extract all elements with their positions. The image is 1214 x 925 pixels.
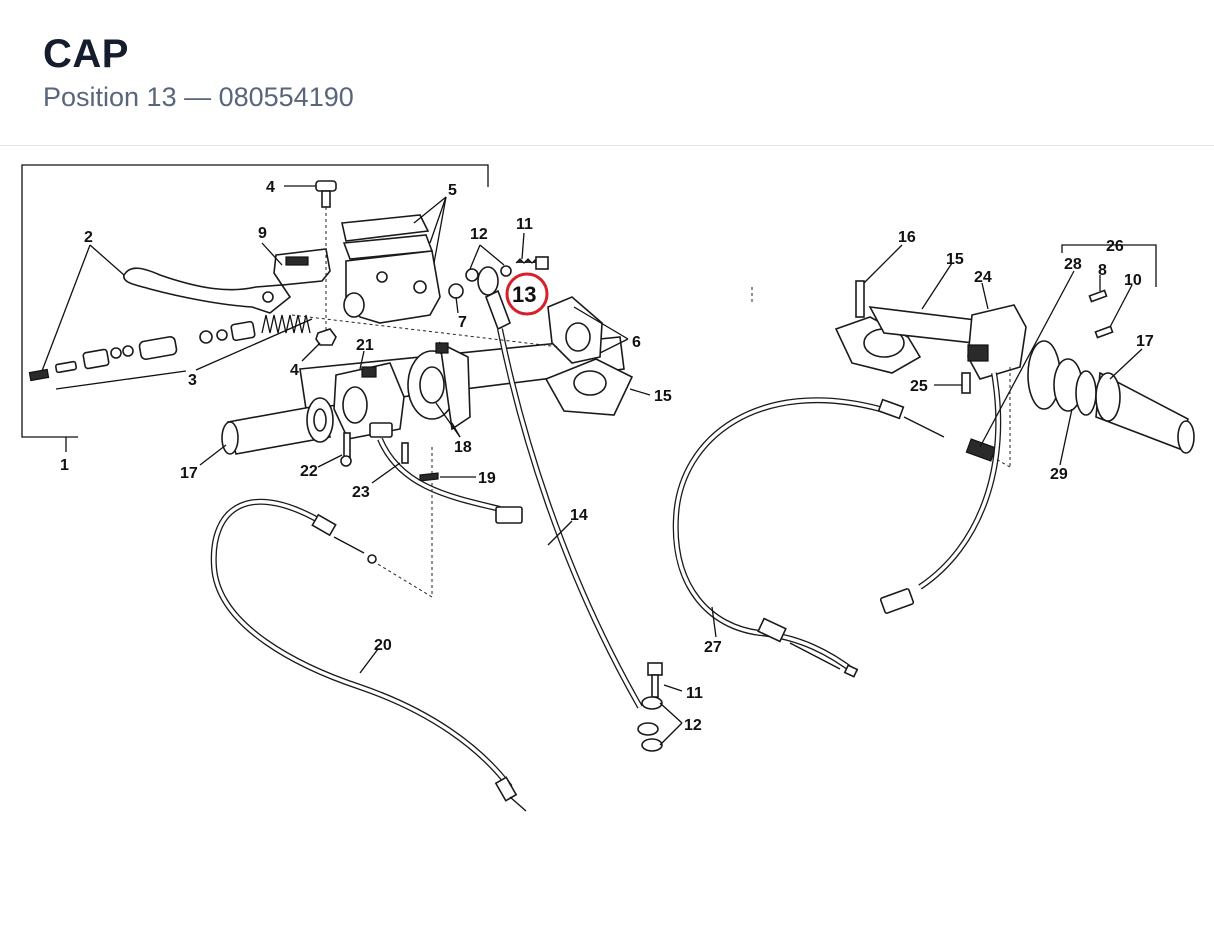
callout-23: 23 (352, 484, 370, 501)
switch-housing-21 (333, 362, 405, 440)
leader-lines (41, 185, 1157, 746)
callout-4-top: 4 (266, 179, 275, 196)
banjo-fitting-13 (448, 256, 549, 331)
bracket-9 (273, 248, 331, 286)
callout-4-bottom: 4 (290, 362, 299, 379)
callout-17-left: 17 (180, 465, 198, 482)
dashed-guides (291, 207, 1011, 598)
callout-9: 9 (258, 225, 267, 242)
brake-lever-2 (123, 267, 292, 314)
diagram-svg: 1 2 3 4 4 5 6 7 8 9 10 11 11 12 12 13 14… (21, 164, 1195, 812)
piston-kit-3 (28, 314, 311, 382)
page-header: CAP Position 13 — 080554190 (0, 0, 1214, 146)
callout-21: 21 (356, 337, 374, 354)
callout-10: 10 (1124, 272, 1142, 289)
callout-5: 5 (448, 182, 457, 199)
part-subtitle: Position 13 — 080554190 (43, 82, 354, 112)
callout-16: 16 (898, 229, 916, 246)
callout-25: 25 (910, 378, 928, 395)
callout-11-bottom: 11 (686, 685, 703, 702)
exploded-parts-diagram: 1 2 3 4 4 5 6 7 8 9 10 11 11 12 12 13 14… (0, 147, 1214, 920)
callout-15-left: 15 (654, 388, 672, 405)
part-title: CAP (43, 32, 129, 76)
left-grip (221, 397, 334, 455)
callout-8: 8 (1098, 262, 1107, 279)
callout-27: 27 (704, 639, 722, 656)
callout-22: 22 (300, 463, 318, 480)
callout-6: 6 (632, 334, 641, 351)
callout-24: 24 (974, 269, 992, 286)
callout-13: 13 (512, 282, 536, 307)
highlight-ring-13 (505, 272, 549, 316)
callout-28: 28 (1064, 256, 1082, 273)
clamp-6 (547, 296, 603, 364)
callout-20: 20 (374, 637, 392, 654)
callout-18: 18 (454, 439, 472, 456)
callout-17-right: 17 (1136, 333, 1154, 350)
callout-3: 3 (188, 372, 197, 389)
screw-4-top (315, 180, 337, 208)
callout-29: 29 (1050, 466, 1068, 483)
callout-2: 2 (84, 229, 93, 246)
callout-12-bottom: 12 (684, 717, 702, 734)
throttle-body-18 (407, 341, 471, 431)
left-assembly (28, 180, 663, 812)
callout-labels: 1 2 3 4 4 5 6 7 8 9 10 11 11 12 12 13 14… (60, 179, 1154, 734)
riser-15-left (544, 358, 634, 416)
callout-15-right: 15 (946, 251, 964, 268)
callout-14: 14 (570, 507, 588, 524)
right-assembly (672, 280, 1195, 678)
callout-12-top: 12 (470, 226, 488, 243)
callout-7: 7 (458, 314, 467, 331)
callout-26: 26 (1106, 238, 1124, 255)
master-cylinder-5 (341, 214, 441, 324)
callout-11-top: 11 (516, 216, 533, 233)
callout-1: 1 (60, 457, 69, 474)
assembly-bracket-1 (21, 164, 489, 452)
callout-19: 19 (478, 470, 496, 487)
